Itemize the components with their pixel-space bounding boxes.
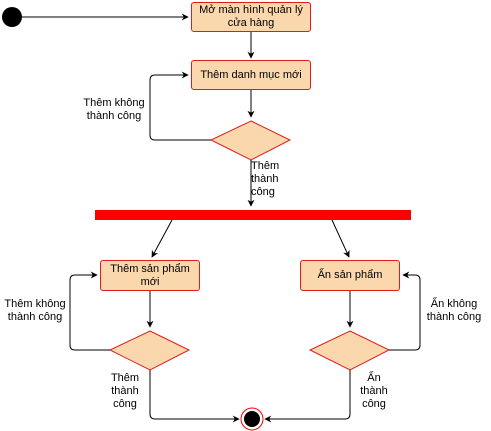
node-add-category: Thêm danh mục mới	[191, 60, 311, 90]
edge-fork-to-hide-product	[331, 219, 350, 258]
edge-category-fail-loop	[149, 71, 211, 141]
edge-fork-to-add-product	[151, 219, 173, 258]
label-hide-success: Ẩn thành công	[360, 372, 388, 410]
edge-hide-success	[264, 370, 351, 423]
node-add-product-label: Thêm sản phẩm mới	[110, 262, 190, 288]
node-add-product: Thêm sản phẩm mới	[100, 260, 200, 291]
edge-product-success	[149, 370, 240, 423]
label-category-fail: Thêm không thành công	[83, 97, 145, 122]
label-category-success: Thêm thành công	[251, 160, 280, 198]
node-add-category-label: Thêm danh mục mới	[200, 68, 302, 81]
node-open-screen: Mở màn hình quản lý cửa hàng	[191, 2, 311, 32]
hide-decision	[308, 330, 391, 371]
edge-product-fail-loop	[69, 271, 110, 351]
node-hide-product-label: Ẩn sản phẩm	[317, 269, 383, 281]
label-product-fail: Thêm không thành công	[4, 298, 66, 323]
fork-bar	[95, 210, 411, 220]
end-node	[244, 411, 260, 427]
label-product-success: Thêm thành công	[110, 372, 140, 410]
product-decision	[108, 330, 191, 371]
edge-hide-fail-loop	[389, 271, 421, 351]
start-node	[2, 7, 22, 27]
label-hide-fail: Ẩn không thành công	[426, 298, 482, 323]
category-decision	[209, 120, 292, 161]
node-hide-product: Ẩn sản phẩm	[300, 260, 400, 291]
node-open-screen-label: Mở màn hình quản lý cửa hàng	[199, 4, 303, 29]
